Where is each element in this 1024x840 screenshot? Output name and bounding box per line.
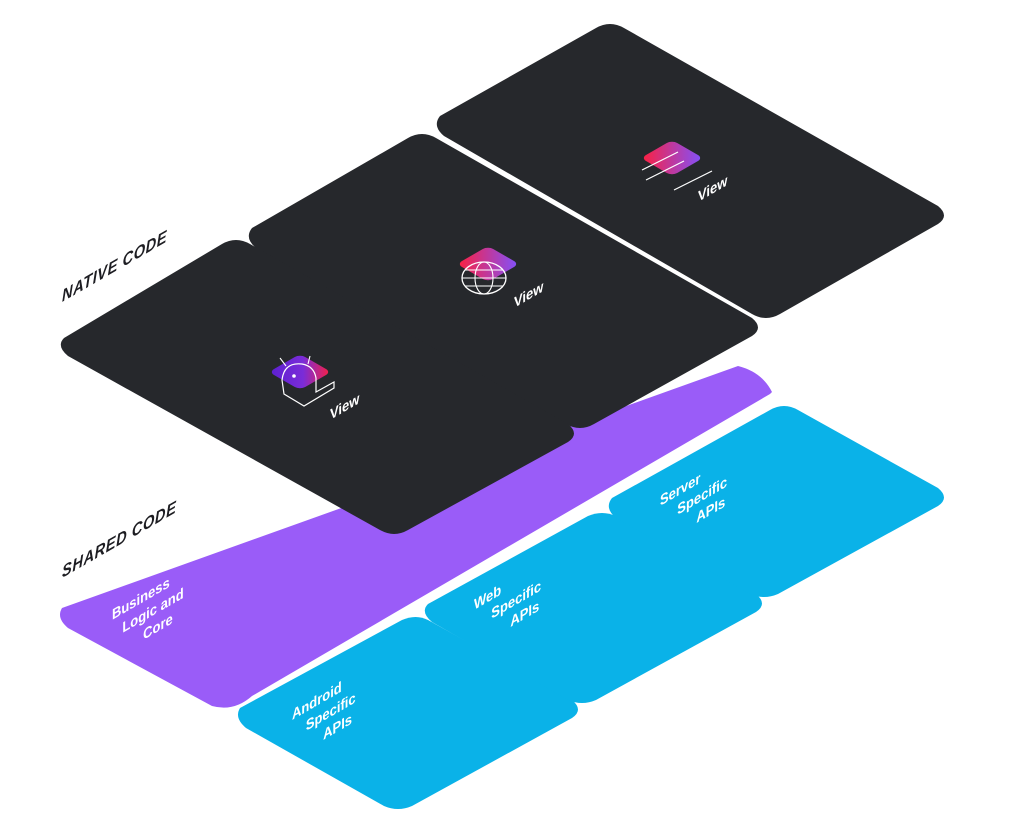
server-apis-card [608, 406, 944, 597]
android-apis-card [238, 617, 578, 809]
web-apis-card [424, 513, 762, 703]
shared-code-label: SHARED CODE [62, 497, 176, 582]
shared-code-layer [60, 366, 772, 708]
android-robot-icon [271, 355, 335, 407]
native-code-layer [60, 24, 944, 534]
server-lines-icon [641, 141, 713, 191]
android-view-card [60, 240, 575, 534]
business-logic-card [60, 366, 772, 708]
platform-apis-layer [238, 406, 944, 809]
globe-icon [459, 247, 517, 295]
web-view-card [248, 134, 759, 428]
server-view-card [436, 24, 944, 318]
